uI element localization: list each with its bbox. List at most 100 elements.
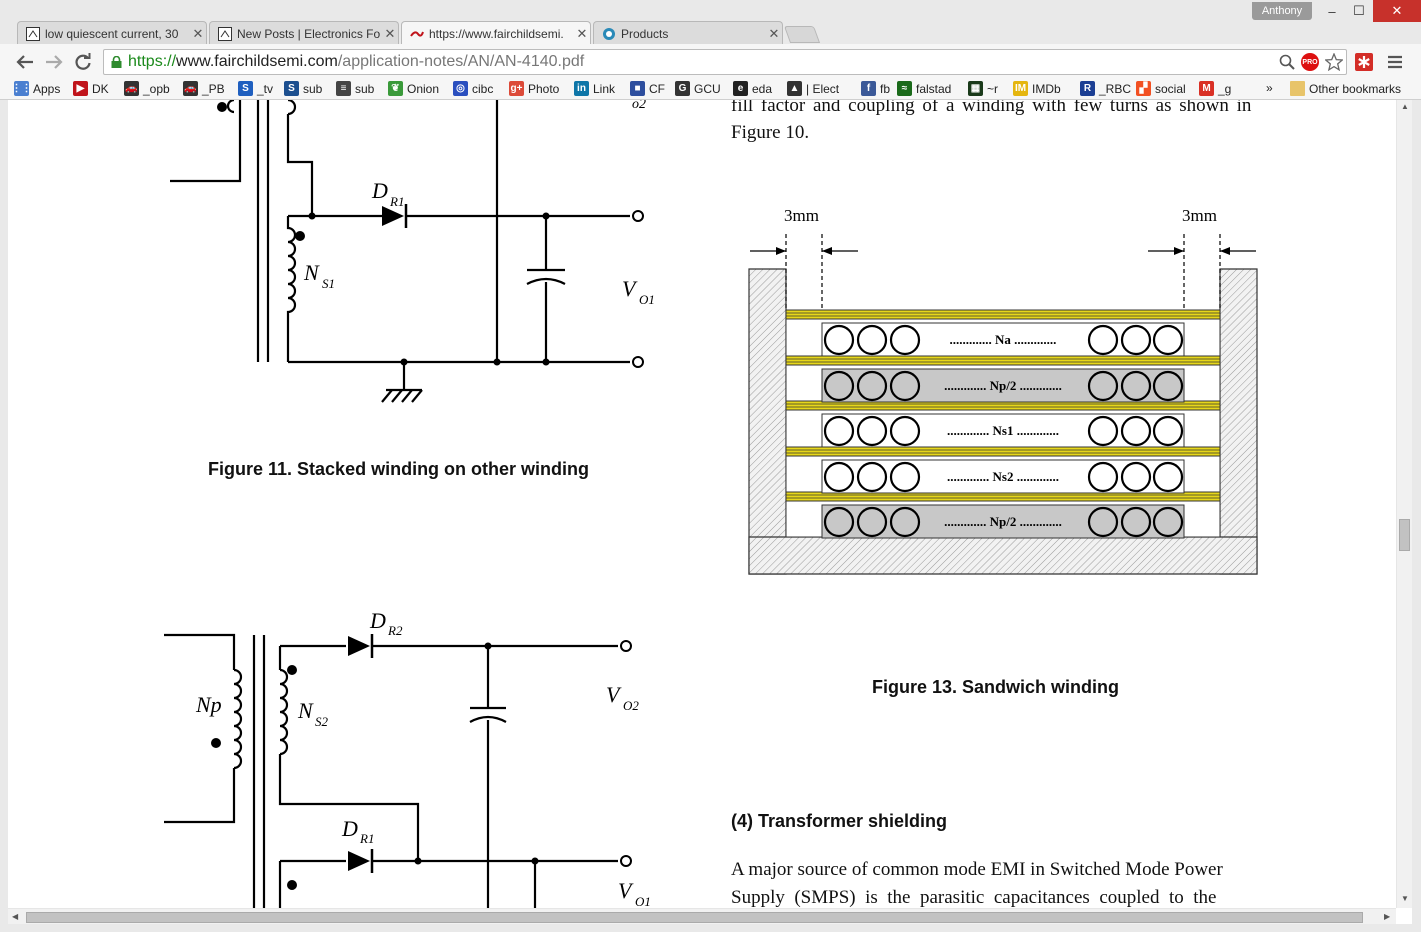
- products-favicon-icon: [602, 27, 616, 41]
- address-bar[interactable]: https://www.fairchildsemi.com/applicatio…: [103, 49, 1347, 75]
- new-tab-button[interactable]: [783, 26, 821, 43]
- bookmark-sub[interactable]: ≡sub: [336, 81, 374, 96]
- bookmark-label: social: [1155, 81, 1186, 96]
- bookmark-label: _tv: [257, 81, 274, 96]
- bookmarks-overflow-button[interactable]: »: [1266, 81, 1273, 95]
- tab-products[interactable]: Products ✕: [593, 21, 783, 45]
- bookmark-rbc[interactable]: R_RBC: [1080, 81, 1131, 96]
- wire-turn: [1120, 324, 1152, 356]
- user-profile-button[interactable]: Anthony: [1252, 2, 1312, 20]
- wire-turn: [889, 461, 921, 493]
- fig11-top-label: o2: [632, 100, 646, 112]
- bookmark-pb[interactable]: 🚗_PB: [183, 81, 225, 96]
- wire-turn: [1087, 370, 1119, 402]
- bookmark-label: Photo: [528, 81, 560, 96]
- tab-fairchild-pdf[interactable]: https://www.fairchildsemi. ✕: [401, 21, 591, 46]
- chrome-menu-icon[interactable]: [1385, 52, 1405, 72]
- wire-turn: [856, 370, 888, 402]
- bookmark-cf[interactable]: ■CF: [630, 81, 665, 96]
- tab-close-icon[interactable]: ✕: [384, 25, 396, 41]
- pro-extension-icon[interactable]: PRO: [1300, 53, 1320, 71]
- back-button[interactable]: [13, 50, 37, 74]
- bookmark-dk[interactable]: ▶DK: [73, 81, 109, 96]
- close-window-button[interactable]: ✕: [1373, 0, 1421, 22]
- tab-label: https://www.fairchildsemi.: [429, 27, 564, 41]
- url-text: https://www.fairchildsemi.com/applicatio…: [128, 53, 584, 71]
- tab-close-icon[interactable]: ✕: [576, 26, 588, 41]
- fig12-d2-sub: R2: [387, 623, 403, 638]
- winding-layer: ............. Ns2 .............: [821, 459, 1185, 494]
- tab-low-quiescent[interactable]: low quiescent current, 30 ✕: [17, 21, 207, 45]
- vertical-scrollbar[interactable]: ▲ ▼: [1396, 100, 1412, 908]
- scroll-down-arrow-icon[interactable]: ▼: [1401, 894, 1409, 903]
- bookmark-label: _PB: [202, 81, 225, 96]
- tab-close-icon[interactable]: ✕: [768, 25, 780, 41]
- bookmark-tv[interactable]: S_tv: [238, 81, 273, 96]
- bookmark-label: _g: [1218, 81, 1232, 96]
- horizontal-scrollbar[interactable]: ◀ ▶: [8, 908, 1396, 924]
- wire-turn: [1120, 461, 1152, 493]
- wire-turn: [823, 506, 855, 538]
- leaf-icon: ❦: [388, 81, 403, 96]
- zoom-icon[interactable]: [1277, 53, 1297, 71]
- minimize-button[interactable]: –: [1328, 3, 1336, 19]
- scroll-right-arrow-icon[interactable]: ▶: [1384, 912, 1391, 921]
- bookmark-photo[interactable]: g+Photo: [509, 81, 559, 96]
- bookmark-label: DK: [92, 81, 109, 96]
- bookmark-label: fb: [880, 81, 891, 96]
- figure-13-sandwich-winding: 3mm 3mm ............. Na ...............…: [748, 206, 1258, 575]
- bookmark-onion[interactable]: ❦Onion: [388, 81, 439, 96]
- figure-11-stacked-winding: o2 D R1 N S1 V O1: [170, 100, 655, 403]
- figure-13-caption: Figure 13. Sandwich winding: [872, 677, 1120, 697]
- tab-electronics-forum[interactable]: New Posts | Electronics Fo ✕: [209, 21, 399, 45]
- figure-11-caption: Figure 11. Stacked winding on other wind…: [208, 459, 590, 479]
- wire-turn: [1152, 461, 1184, 493]
- fig12-d1-sub: R1: [359, 831, 374, 846]
- falstad-icon: ≈: [897, 81, 912, 96]
- scroll-left-arrow-icon[interactable]: ◀: [12, 912, 19, 921]
- reload-button[interactable]: [71, 50, 95, 74]
- maximize-button[interactable]: ☐: [1353, 3, 1365, 18]
- bookmark-falstad[interactable]: ≈falstad: [897, 81, 951, 96]
- other-bookmarks-folder[interactable]: Other bookmarks: [1290, 81, 1401, 96]
- bookmark-star-icon[interactable]: [1324, 53, 1344, 71]
- bookmark-cibc[interactable]: ◎cibc: [453, 81, 493, 96]
- horizontal-scroll-thumb[interactable]: [26, 912, 1363, 923]
- lock-icon: [111, 56, 122, 68]
- winding-layer-label: ............. Np/2 .............: [944, 378, 1062, 393]
- bookmark-opb[interactable]: 🚗_opb: [124, 81, 170, 96]
- wire-turn: [1087, 506, 1119, 538]
- forward-button[interactable]: [42, 50, 66, 74]
- lastpass-extension-icon[interactable]: [1355, 53, 1373, 71]
- vertical-scroll-thumb[interactable]: [1399, 519, 1410, 551]
- url-path: /application-notes/AN/AN-4140.pdf: [337, 53, 585, 70]
- window-border-bottom: [0, 924, 1421, 932]
- wire-turn: [1087, 415, 1119, 447]
- bookmark-label: eda: [752, 81, 773, 96]
- forward-arrow-icon: [46, 55, 63, 69]
- bookmark-elect[interactable]: ▲| Elect: [787, 81, 839, 96]
- scroll-up-arrow-icon[interactable]: ▲: [1401, 102, 1409, 111]
- fig11-winding-sub: S1: [322, 276, 335, 291]
- wire-turn: [823, 461, 855, 493]
- tab-close-icon[interactable]: ✕: [192, 25, 204, 41]
- body-text-top-line2: Figure 10.: [731, 122, 810, 143]
- bookmark-apps[interactable]: ⋮⋮Apps: [12, 81, 60, 96]
- bookmark-social[interactable]: ▞social: [1136, 81, 1186, 96]
- fig12-vo1-label: V: [618, 878, 634, 903]
- winding-layer: ............. Na .............: [821, 322, 1185, 357]
- winding-layer-label: ............. Na .............: [950, 332, 1057, 347]
- body-text-line2: Supply (SMPS) is the parasitic capacitan…: [731, 887, 1217, 908]
- bookmark-r[interactable]: ▦~r: [968, 81, 998, 96]
- wire-turn: [823, 415, 855, 447]
- bookmark-label: sub: [303, 81, 323, 96]
- bookmark-g[interactable]: M_g: [1199, 81, 1231, 96]
- fig11-diode-sub: R1: [389, 194, 404, 209]
